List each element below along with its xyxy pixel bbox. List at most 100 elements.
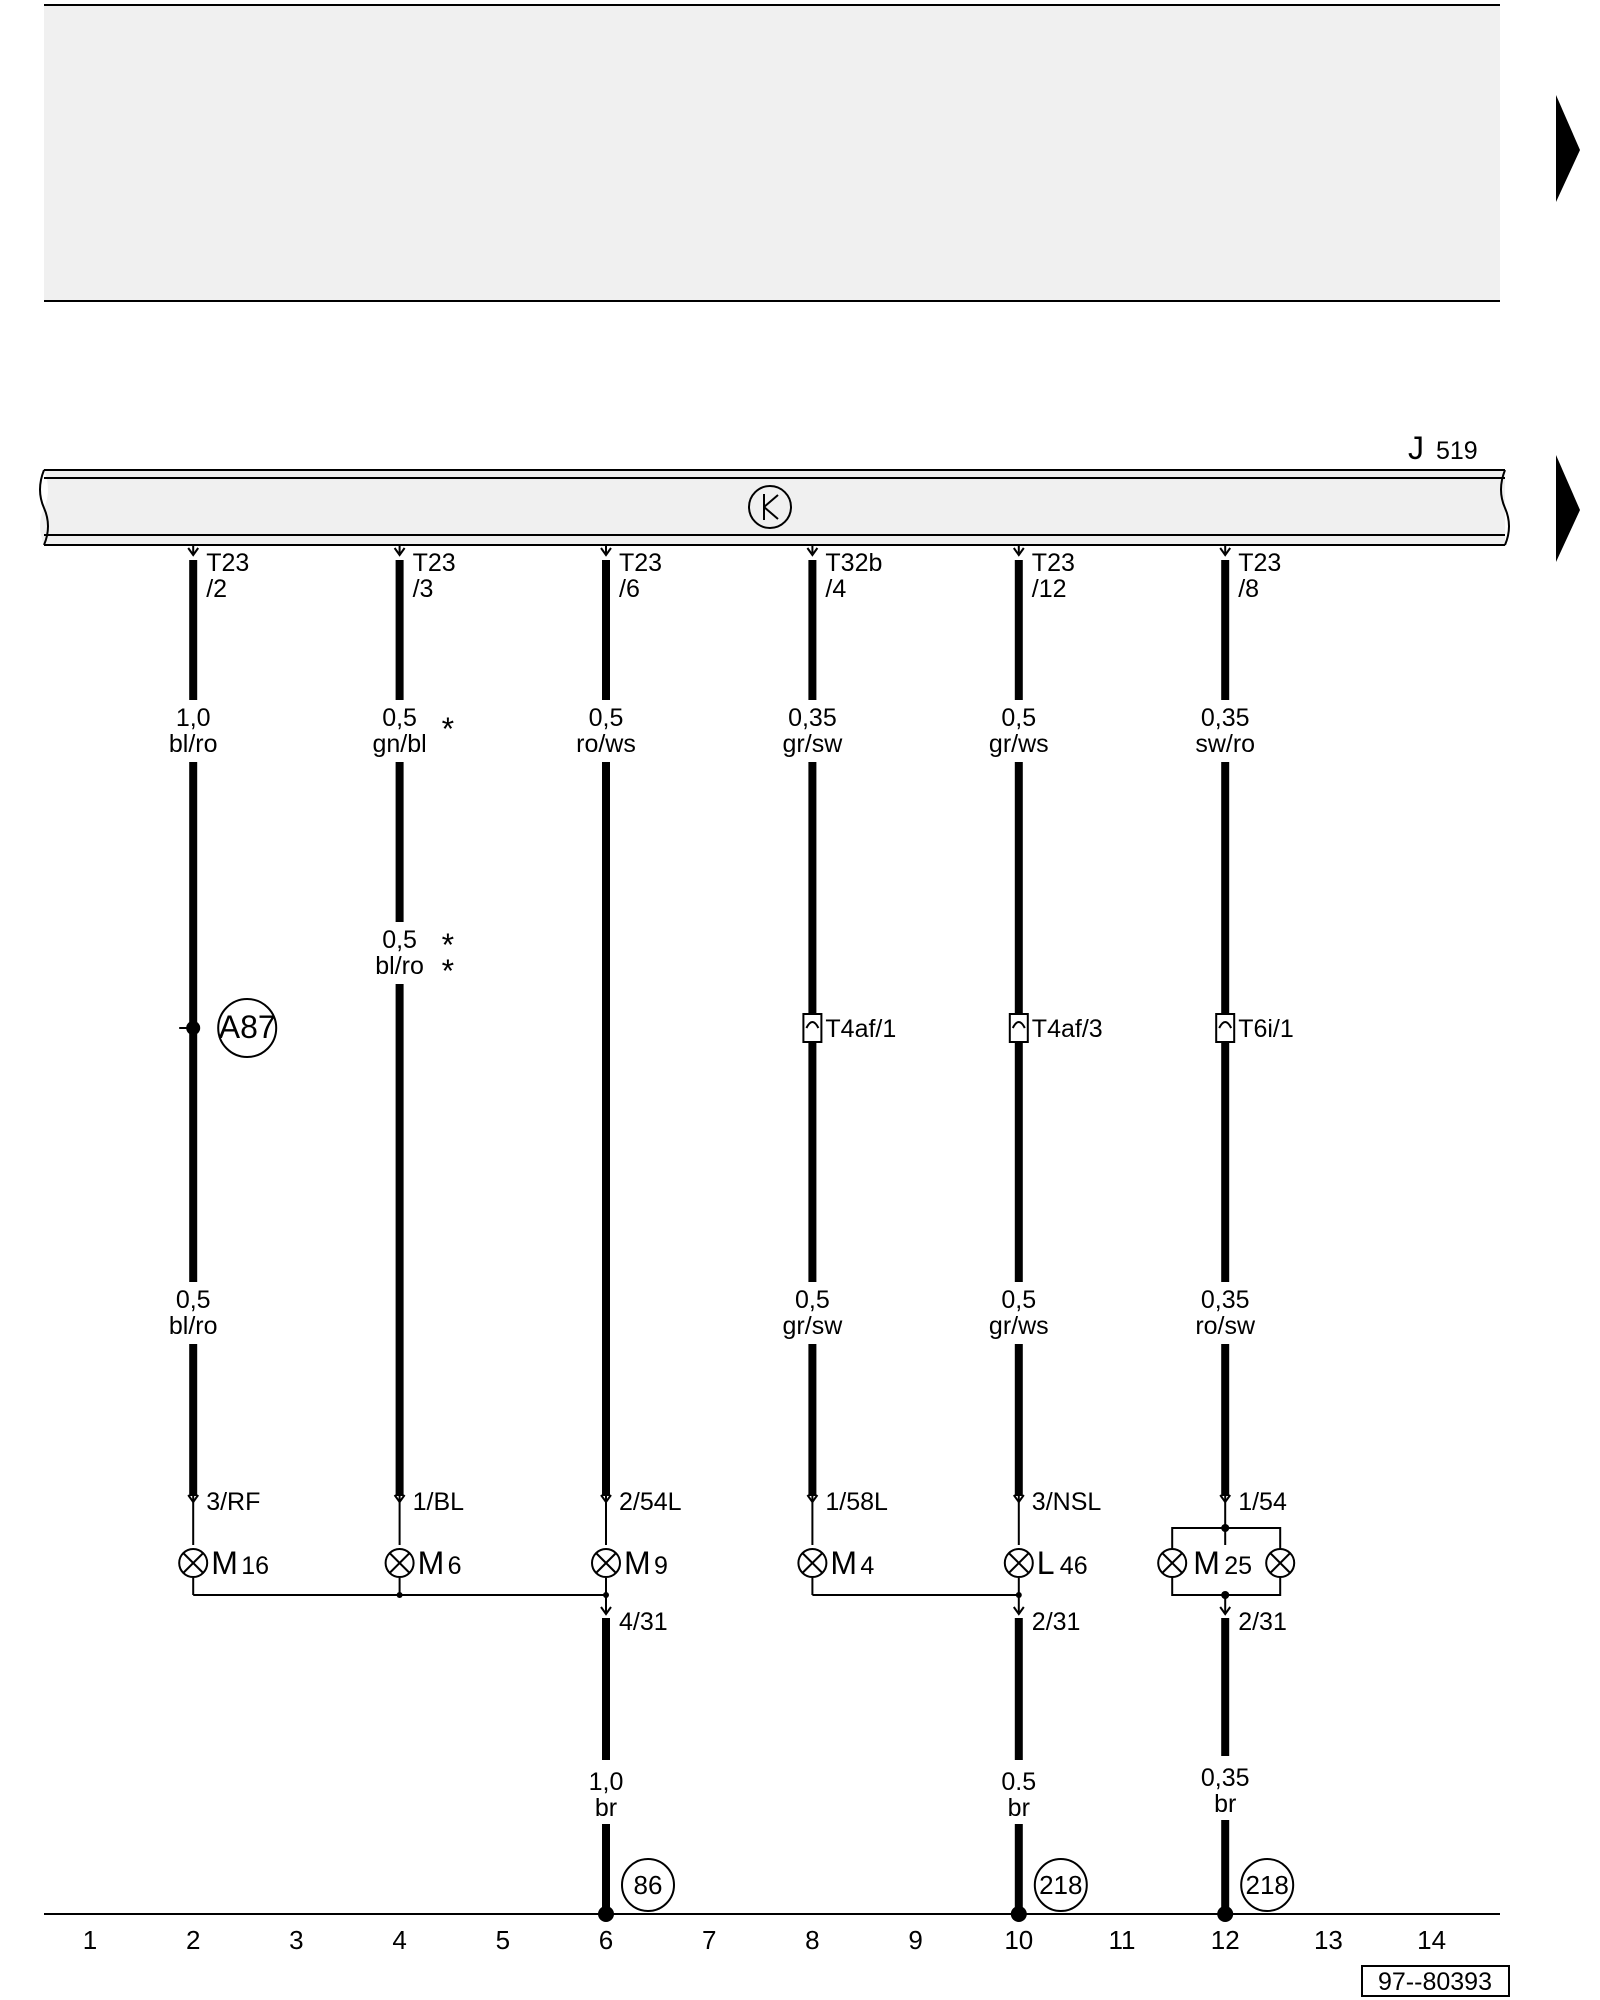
component-letter: M	[418, 1545, 445, 1581]
inline-connector-icon	[1215, 1013, 1236, 1043]
column-number: 9	[908, 1925, 922, 1955]
column-number: 12	[1211, 1925, 1240, 1955]
figure-id-box: 97--80393	[1361, 1965, 1510, 1997]
page-arrow-icon[interactable]	[1556, 95, 1580, 202]
inline-connector-label: T4af/1	[825, 1015, 896, 1043]
wire-size: 0,35	[1201, 704, 1250, 732]
connector-top-label: T23	[1238, 549, 1281, 577]
wire-size: 0,5	[589, 704, 624, 732]
pin-label: 3/NSL	[1032, 1488, 1102, 1516]
bulb-icon	[384, 1548, 415, 1578]
bulb-icon	[178, 1548, 209, 1578]
ground-point-circle	[621, 1858, 675, 1912]
wire-size: 0,5	[1001, 1286, 1036, 1314]
pin-label: 1/54	[1238, 1488, 1287, 1516]
pin-label: 2/54L	[619, 1488, 682, 1516]
pin-arrow-icon	[806, 547, 819, 557]
ground-point-label: 218	[1246, 1870, 1289, 1900]
pin-arrow-icon	[600, 1606, 612, 1616]
column-number: 13	[1314, 1925, 1343, 1955]
connector-top-pin: /3	[413, 575, 434, 603]
inline-connector-icon	[802, 1013, 823, 1043]
wire-size: 0,5	[1001, 704, 1036, 732]
inline-connector-icon	[1008, 1013, 1029, 1043]
footnote-mark: *	[442, 953, 454, 989]
column-number: 6	[599, 1925, 613, 1955]
pin-arrow-icon	[187, 547, 200, 557]
pin-arrow-icon	[1012, 547, 1025, 557]
pin-arrow-icon	[806, 1494, 819, 1504]
wire-size: 0,5	[795, 1286, 830, 1314]
bulb-icon	[1157, 1548, 1188, 1578]
component-number: 6	[448, 1552, 462, 1580]
pin-arrow-icon	[600, 547, 612, 557]
figure-id: 97--80393	[1378, 1968, 1492, 1996]
wire-size: 1,0	[176, 704, 211, 732]
k-symbol-icon	[748, 485, 792, 529]
ground-wire-10: 2/31 0.5br 218	[1001, 1595, 1088, 1922]
connector-top-pin: /2	[206, 575, 227, 603]
wire-size: 0.5	[1001, 1768, 1036, 1796]
column-number: 5	[496, 1925, 510, 1955]
pin-arrow-icon	[1219, 1606, 1232, 1616]
wire-color: gr/ws	[989, 1312, 1049, 1340]
wire-color: br	[1214, 1790, 1236, 1818]
return-bus	[192, 1578, 1022, 1598]
column-number: 1	[83, 1925, 97, 1955]
wire-color: ro/sw	[1195, 1312, 1256, 1340]
control-unit-number: 519	[1436, 437, 1478, 465]
connector-top-label: T23	[413, 549, 456, 577]
ground-pin-label: 2/31	[1032, 1608, 1081, 1636]
column-number: 8	[805, 1925, 819, 1955]
control-unit-letter: J	[1408, 430, 1424, 466]
wire-color: gr/sw	[783, 730, 844, 758]
connector-top-label: T23	[206, 549, 249, 577]
wire-size: 0,35	[788, 704, 837, 732]
header-panel	[44, 4, 1500, 302]
bulb-icon	[1265, 1548, 1296, 1578]
connector-top-label: T32b	[825, 549, 882, 577]
wire-color: sw/ro	[1195, 730, 1255, 758]
component-number: 16	[241, 1552, 269, 1580]
wire-size: 1,0	[589, 1768, 624, 1796]
ground-point-circle	[1240, 1858, 1295, 1912]
wire-color: gr/ws	[989, 730, 1049, 758]
connector-top-pin: /12	[1032, 575, 1067, 603]
wire-color: br	[595, 1794, 617, 1822]
ground-pin-label: 4/31	[619, 1608, 668, 1636]
component-number: 25	[1224, 1552, 1252, 1580]
pin-arrow-icon	[393, 1494, 406, 1504]
wire-color: br	[1008, 1794, 1030, 1822]
connector-top-pin: /6	[619, 575, 640, 603]
connector-top-pin: /8	[1238, 575, 1259, 603]
connector-top-pin: /4	[825, 575, 846, 603]
connector-top-label: T23	[619, 549, 662, 577]
column-number: 10	[1004, 1925, 1033, 1955]
column-number: 11	[1109, 1925, 1136, 1955]
component-number: 4	[860, 1552, 874, 1580]
footnote-mark: *	[442, 927, 454, 963]
pin-arrow-icon	[187, 1494, 200, 1504]
control-unit-bar: J 519	[39, 430, 1510, 546]
page-arrow-icon[interactable]	[1556, 455, 1580, 562]
connector-top-label: T23	[1032, 549, 1075, 577]
column-number: 3	[289, 1925, 303, 1955]
pin-arrow-icon	[600, 1494, 612, 1504]
junction-dot	[186, 1021, 201, 1035]
node-circle	[217, 998, 278, 1058]
column-number: 7	[702, 1925, 716, 1955]
ground-pin-label: 2/31	[1238, 1608, 1287, 1636]
component-number: 9	[654, 1552, 668, 1580]
ground-point-label: 218	[1039, 1870, 1082, 1900]
wire-color: gn/bl	[372, 730, 426, 758]
component-letter: L	[1037, 1545, 1055, 1581]
column-number: 14	[1417, 1925, 1446, 1955]
pin-label: 1/BL	[413, 1488, 465, 1516]
